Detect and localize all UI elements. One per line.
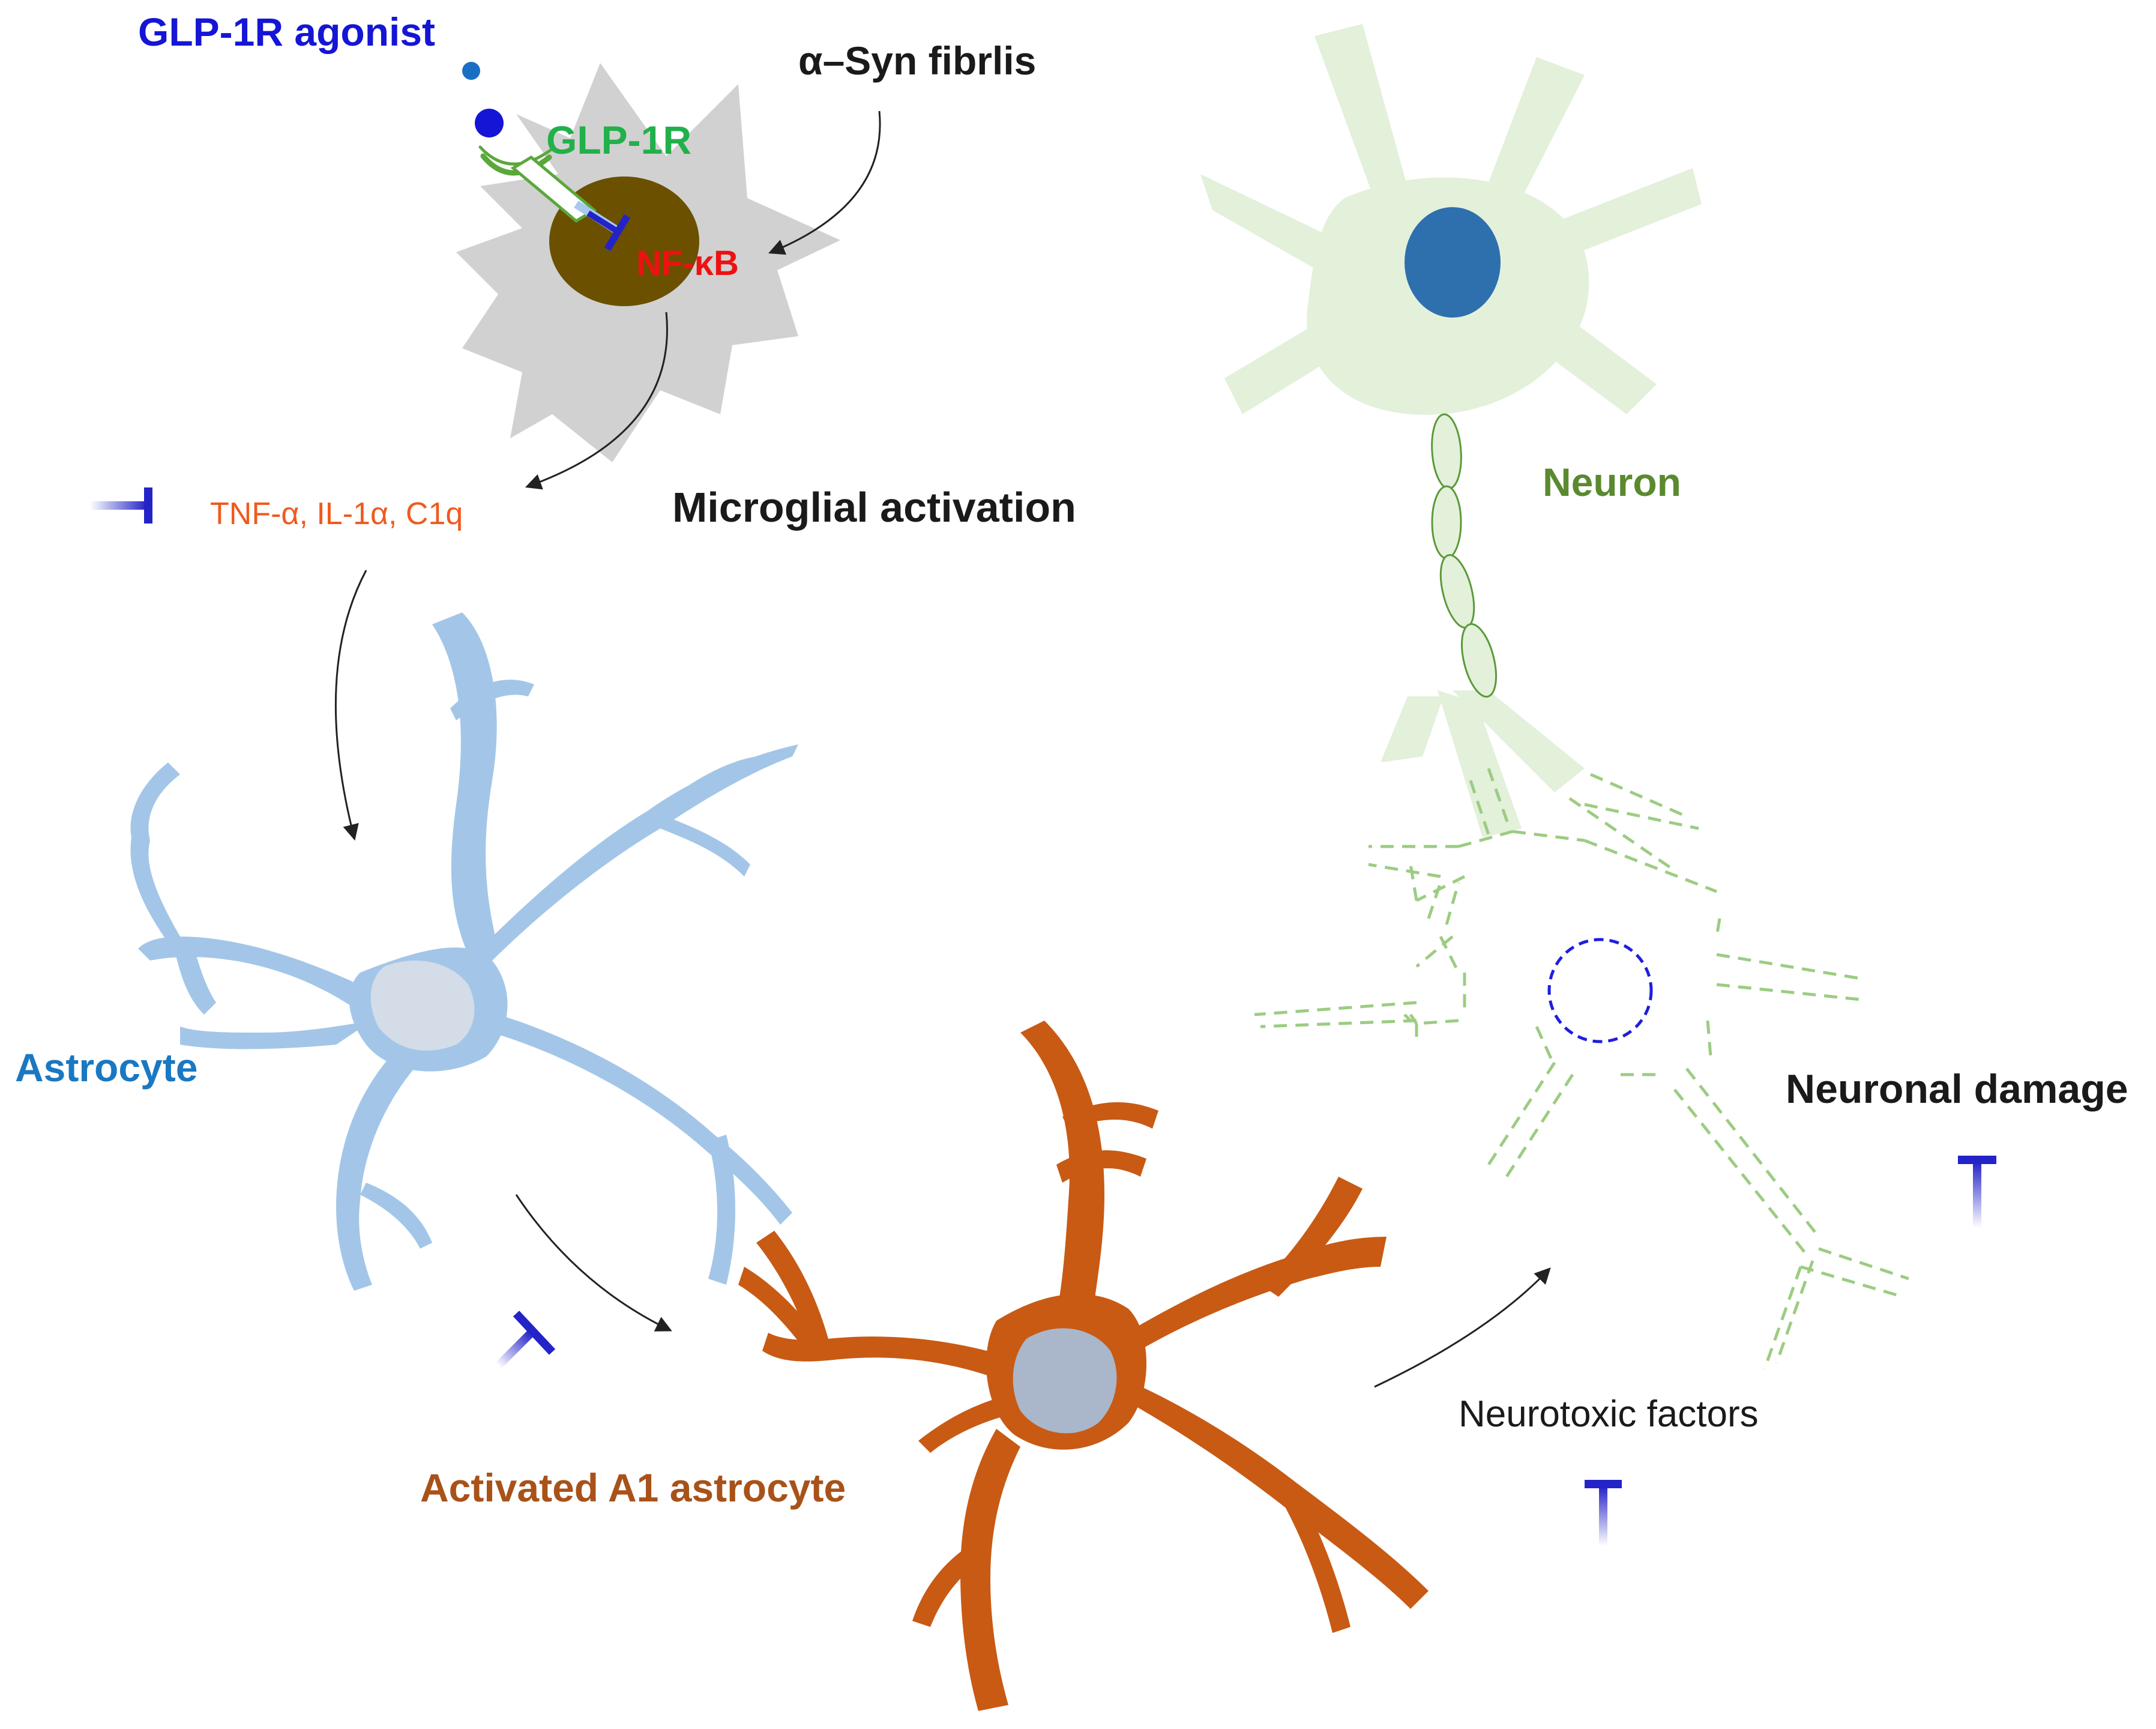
- cytokine-inhibitor-icon: [90, 487, 152, 524]
- activated-a1-label: Activated A1 astrocyte: [420, 1465, 846, 1510]
- receptor-inhibitor-icon: [574, 201, 631, 252]
- cytokines-label: TNF-α, IL-1α, C1q: [210, 496, 463, 531]
- neuron-label: Neuron: [1543, 460, 1681, 504]
- neuronal-damage-label: Neuronal damage: [1786, 1066, 2128, 1112]
- neuron-nucleus: [1405, 207, 1501, 318]
- damaged-neuron-nucleus: [1547, 938, 1653, 1043]
- neurotoxic-arrow: [1374, 1267, 1551, 1388]
- syn-fibrils-label: α–Syn fibrlis: [798, 38, 1037, 83]
- astrocyte-nucleus: [370, 961, 475, 1051]
- glp1r-receptor: [478, 145, 597, 223]
- cytokine-release-arrow: [525, 312, 668, 490]
- neuron-axon: [1431, 413, 1498, 698]
- microglial-activation-label: Microglial activation: [672, 484, 1076, 531]
- syn-fibrils-arrow: [768, 110, 881, 255]
- cytokine-to-astrocyte-arrow: [334, 570, 367, 841]
- nfkb-label: NF-κB: [636, 244, 739, 283]
- astrocyte-cell: [130, 612, 798, 1291]
- astrocyte-label: Astrocyte: [15, 1045, 198, 1090]
- agonist-molecule-icon: [475, 109, 504, 137]
- glp1r-agonist-label: GLP-1R agonist: [138, 10, 436, 54]
- agonist-molecule-small-icon: [462, 62, 480, 80]
- a1-inhibitor-icon: [495, 1311, 556, 1369]
- astrocyte-to-a1-arrow: [515, 1194, 672, 1332]
- neurotoxic-factors-label: Neurotoxic factors: [1459, 1393, 1759, 1435]
- damaged-neuron: [1254, 768, 1909, 1369]
- neuronal-damage-inhibitor-icon: [1958, 1156, 1996, 1228]
- a1-astrocyte-nucleus: [1013, 1328, 1117, 1434]
- neurotoxic-inhibitor-icon: [1585, 1480, 1622, 1546]
- glp1r-label: GLP-1R: [546, 118, 692, 162]
